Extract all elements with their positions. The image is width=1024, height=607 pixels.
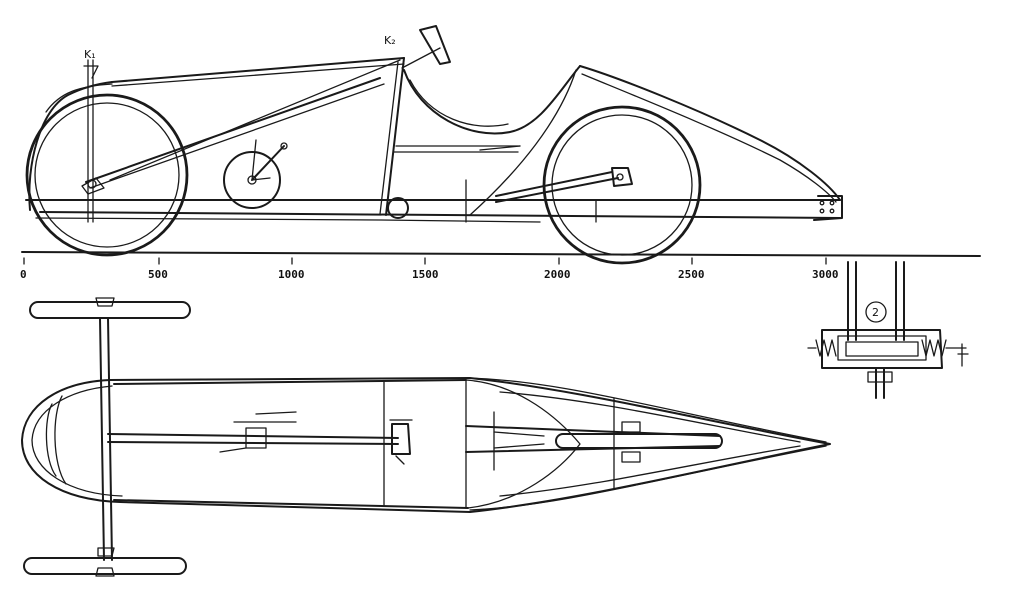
scale-tick-2000: 2000 — [544, 268, 571, 281]
side-elevation-view: K₁ K₂ — [21, 25, 981, 265]
plan-wheel-right — [23, 557, 187, 575]
plan-wheel-left — [29, 301, 191, 319]
marker-k1-label: K₁ — [84, 48, 96, 61]
plan-view — [21, 297, 831, 577]
marker-k2: K₂ — [384, 34, 396, 47]
marker-k1: K₁ — [83, 48, 99, 79]
plan-drive-shaft — [107, 411, 413, 465]
chassis-frame — [25, 59, 841, 223]
scale-tick-2500: 2500 — [678, 268, 705, 281]
bottom-roller — [387, 197, 409, 219]
scale-tick-1000: 1000 — [278, 268, 305, 281]
plan-front-wheel — [555, 433, 723, 449]
scale-bar: 0 500 1000 1500 2000 2500 3000 — [20, 257, 839, 281]
body-shell — [28, 25, 843, 221]
plan-front-steering — [465, 421, 723, 463]
pedal-crank — [223, 139, 288, 209]
plan-frame — [113, 379, 801, 509]
marker-k2-label: K₂ — [384, 34, 396, 47]
rear-wheel — [25, 93, 189, 257]
detail-2-bracket: 2 — [807, 261, 969, 399]
plan-body-outline — [21, 377, 831, 513]
scale-tick-1500: 1500 — [412, 268, 439, 281]
scale-tick-3000: 3000 — [812, 268, 839, 281]
ground-line — [21, 251, 981, 257]
rear-axle — [23, 297, 191, 577]
detail-number-circle — [865, 301, 887, 323]
drive-linkage — [81, 59, 401, 195]
front-steering-arm — [495, 167, 633, 203]
scale-tick-0: 0 — [20, 268, 27, 281]
scale-tick-500: 500 — [148, 268, 168, 281]
detail-number: 2 — [872, 306, 879, 319]
